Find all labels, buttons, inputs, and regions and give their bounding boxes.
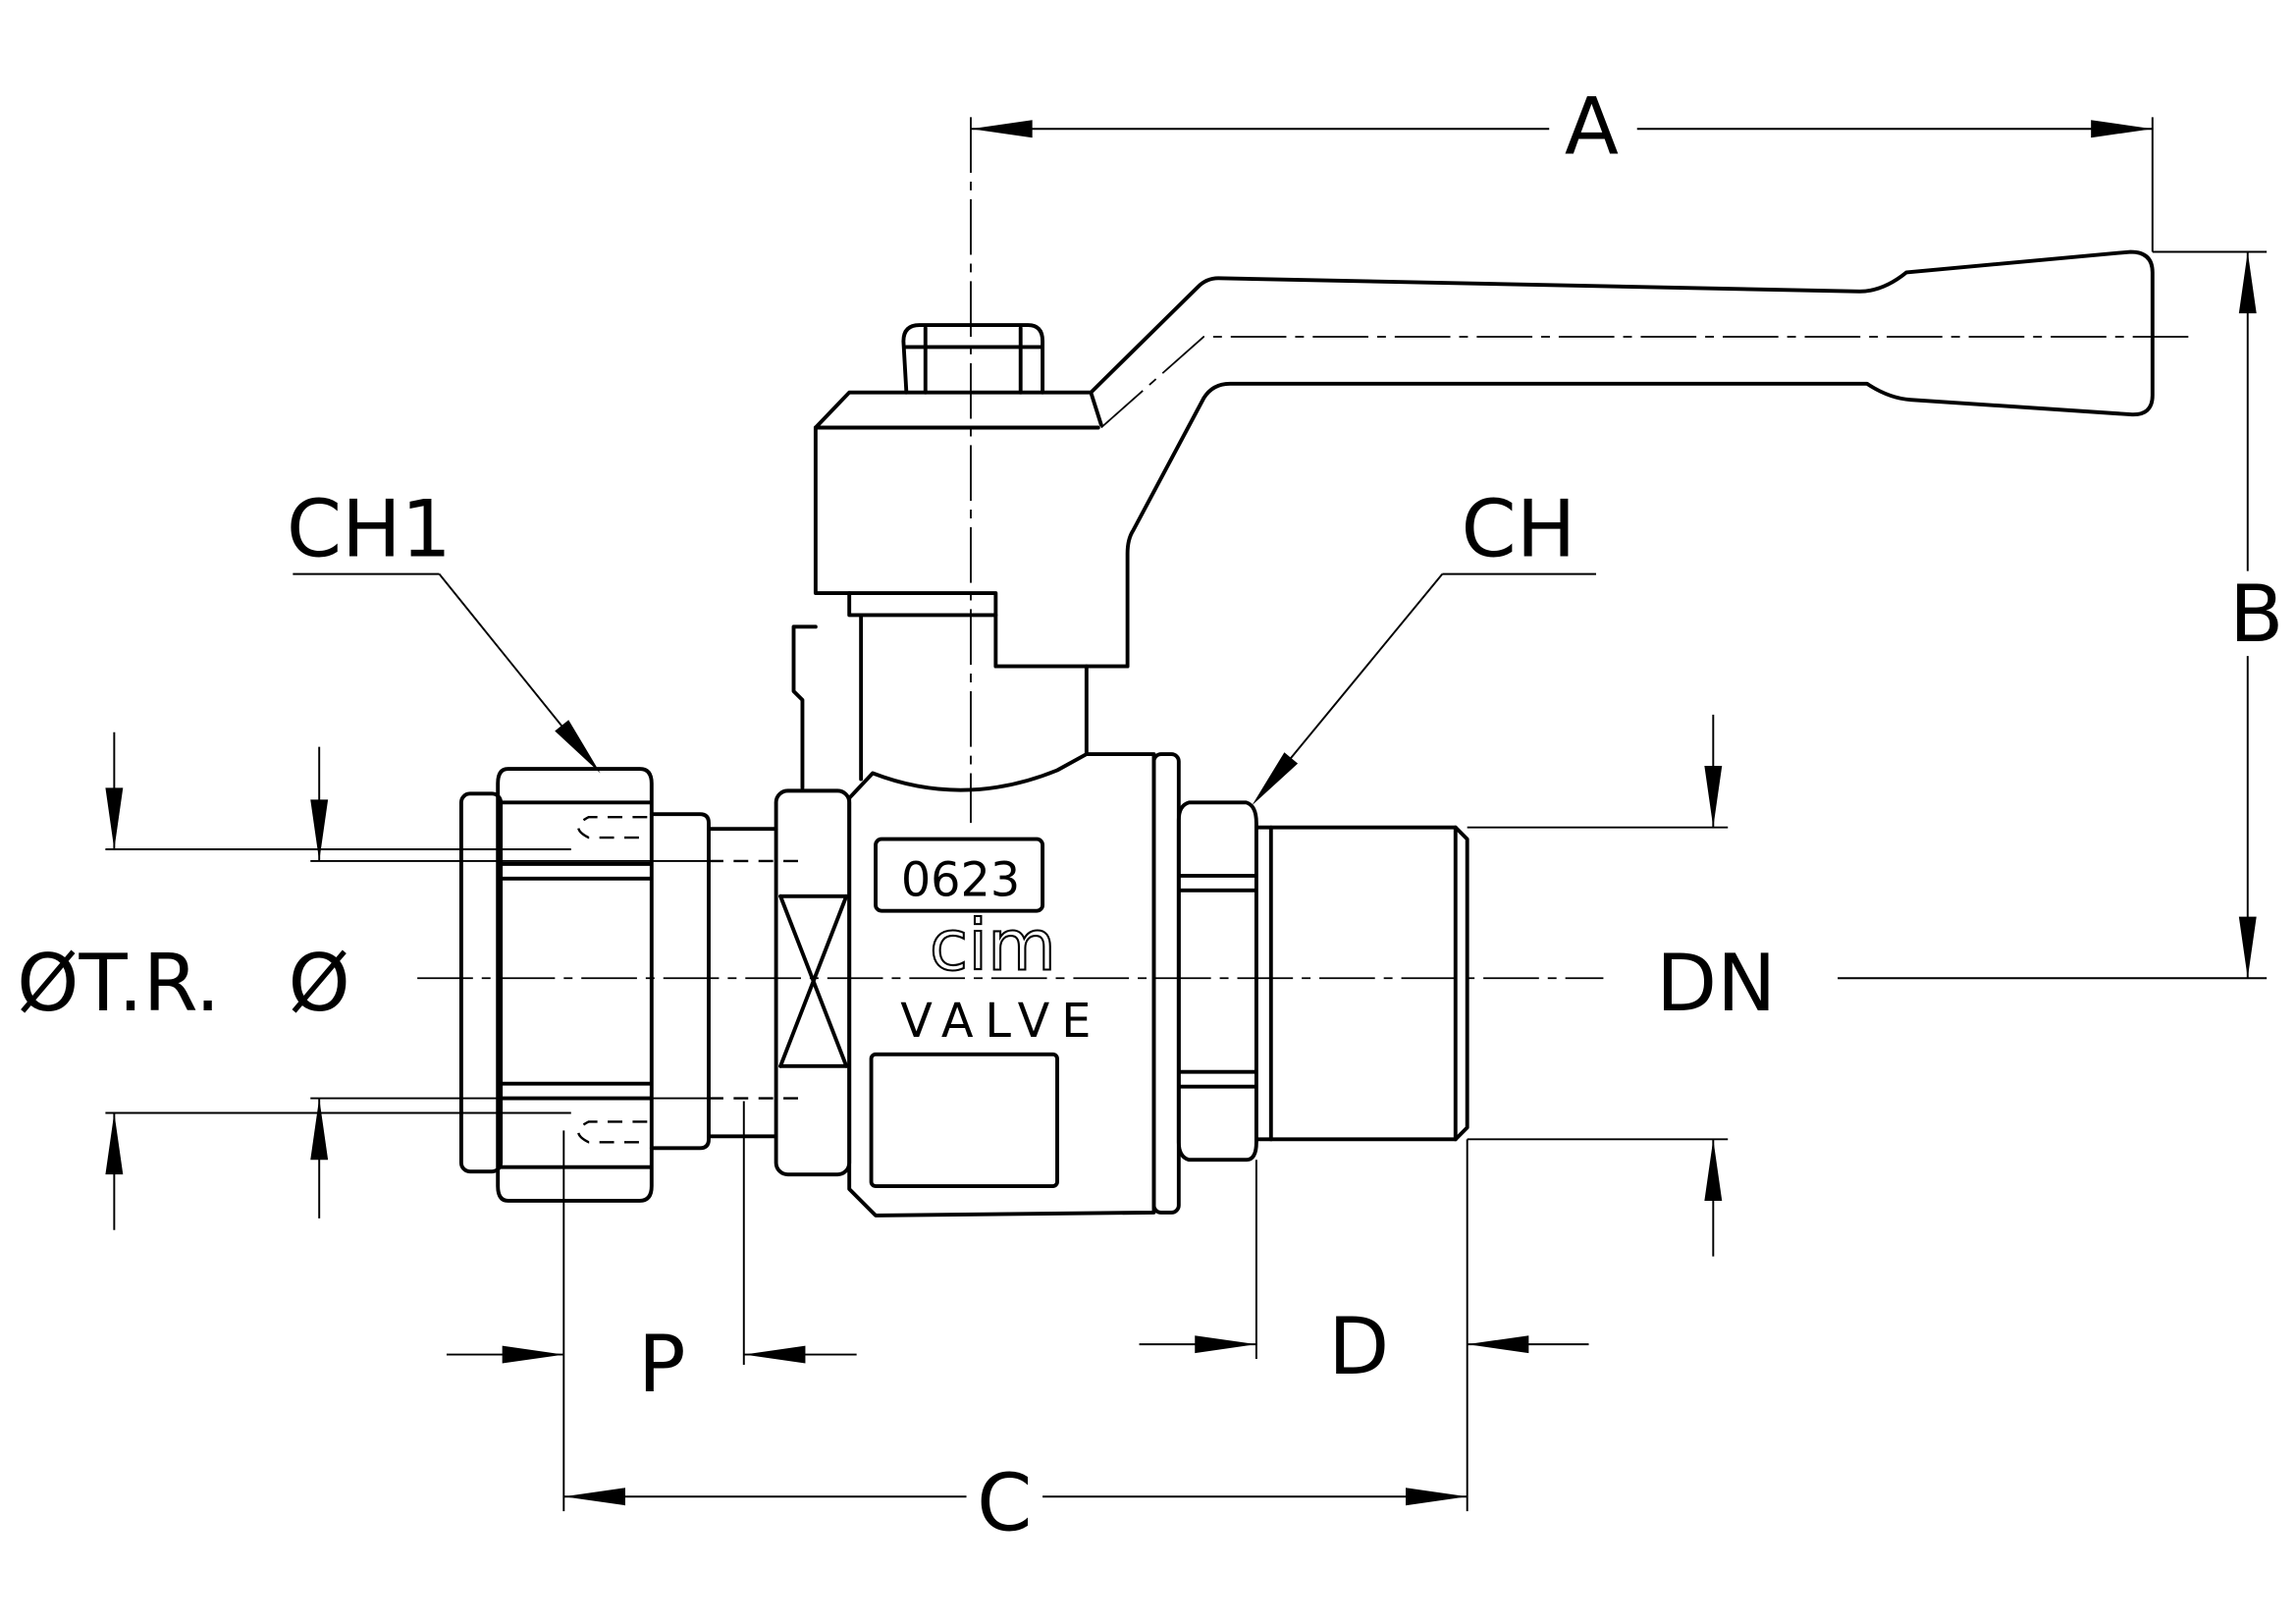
dimension-diameter: Ø	[288, 746, 709, 1218]
compression-fitting-left	[458, 767, 809, 1203]
dimension-a-label: A	[1565, 81, 1619, 173]
dimension-b: B	[1838, 250, 2283, 980]
end-cap	[458, 791, 504, 1174]
callout-ch1-arrow	[555, 720, 601, 774]
compression-nut-outline	[496, 767, 654, 1203]
flow-arrow-diagonal-b	[778, 893, 849, 1068]
right-hex-outline	[1176, 800, 1258, 1163]
lever-handle-outline	[813, 249, 2155, 669]
thread-outline	[1254, 825, 1469, 1142]
dimension-b-arrow-bottom	[2238, 916, 2257, 979]
main-body-outline	[847, 752, 1156, 1218]
dimension-dn-arrow-bottom	[1704, 1139, 1723, 1201]
dimension-b-label: B	[2229, 568, 2283, 660]
centerlines	[417, 117, 2193, 980]
hex-nut-top	[901, 323, 1045, 395]
body-flange	[1151, 752, 1181, 1215]
marking-name: VALVE	[900, 995, 1102, 1049]
dimension-diameter-tr-arrow-bottom	[105, 1112, 124, 1175]
valve-body: 0623 cim VALVE	[774, 752, 1181, 1218]
dimension-dn: DN	[1467, 714, 1776, 1257]
dimension-b-arrow-top	[2238, 251, 2257, 314]
dimension-c-label: C	[977, 1457, 1032, 1549]
dimension-d-arrow-right	[1467, 1335, 1529, 1354]
dimension-p-label: P	[638, 1318, 686, 1410]
dimension-d-arrow-left	[1195, 1335, 1256, 1354]
dimension-a: A	[971, 81, 2154, 252]
dimension-c-arrow-right	[1406, 1488, 1468, 1506]
dimension-c-arrow-left	[563, 1488, 625, 1506]
callout-ch1-label: CH1	[287, 483, 452, 575]
dimension-diameter-arrow-top	[310, 799, 329, 861]
marking-brand-logo: cim	[930, 904, 1056, 986]
dimension-a-arrow-right	[2091, 120, 2153, 138]
ferrule-hidden-bottom	[577, 1120, 648, 1144]
callout-ch1: CH1	[287, 483, 601, 774]
marking-code-frame	[874, 837, 1045, 913]
ferrule-hidden-top	[577, 816, 648, 839]
left-body-hex-outline	[774, 788, 852, 1177]
dimension-diameter-arrow-bottom	[310, 1098, 329, 1161]
lever-handle-assembly	[791, 249, 2155, 790]
stop-bracket	[791, 624, 818, 790]
callout-ch-leader	[1264, 573, 1444, 790]
left-body-hex	[774, 788, 852, 1177]
dimension-d: D	[1139, 1139, 1589, 1512]
marking-lower-panel	[869, 1052, 1059, 1189]
callout-ch-label: CH	[1461, 483, 1575, 575]
callout-ch-arrow	[1252, 752, 1299, 806]
dimension-p-arrow-left	[502, 1345, 564, 1364]
callout-ch1-leader	[438, 573, 587, 757]
handle-fold-edge	[1089, 390, 1103, 427]
dimension-dn-arrow-top	[1704, 766, 1723, 828]
dimension-diameter-tr-arrow-top	[105, 787, 124, 850]
dimension-diameter-label: Ø	[288, 937, 349, 1029]
dimension-p: P	[446, 1101, 857, 1512]
tailpiece	[649, 812, 711, 1151]
dimension-c: C	[563, 1457, 1468, 1549]
dimension-a-arrow-left	[971, 120, 1033, 138]
stem-washer	[847, 591, 998, 618]
hex-nut-outline	[901, 323, 1045, 395]
callout-ch: CH	[1252, 483, 1596, 806]
dimension-dn-label: DN	[1656, 937, 1776, 1029]
dimension-diameter-tr-label: ØT.R.	[17, 937, 220, 1029]
dimension-diameter-tr: ØT.R.	[17, 731, 571, 1230]
male-thread-end-right	[1176, 800, 1469, 1163]
handle-centerline	[1100, 336, 2193, 429]
marking-code: 0623	[901, 854, 1020, 908]
dimension-d-label: D	[1328, 1300, 1389, 1392]
dimension-p-arrow-right	[743, 1345, 806, 1364]
